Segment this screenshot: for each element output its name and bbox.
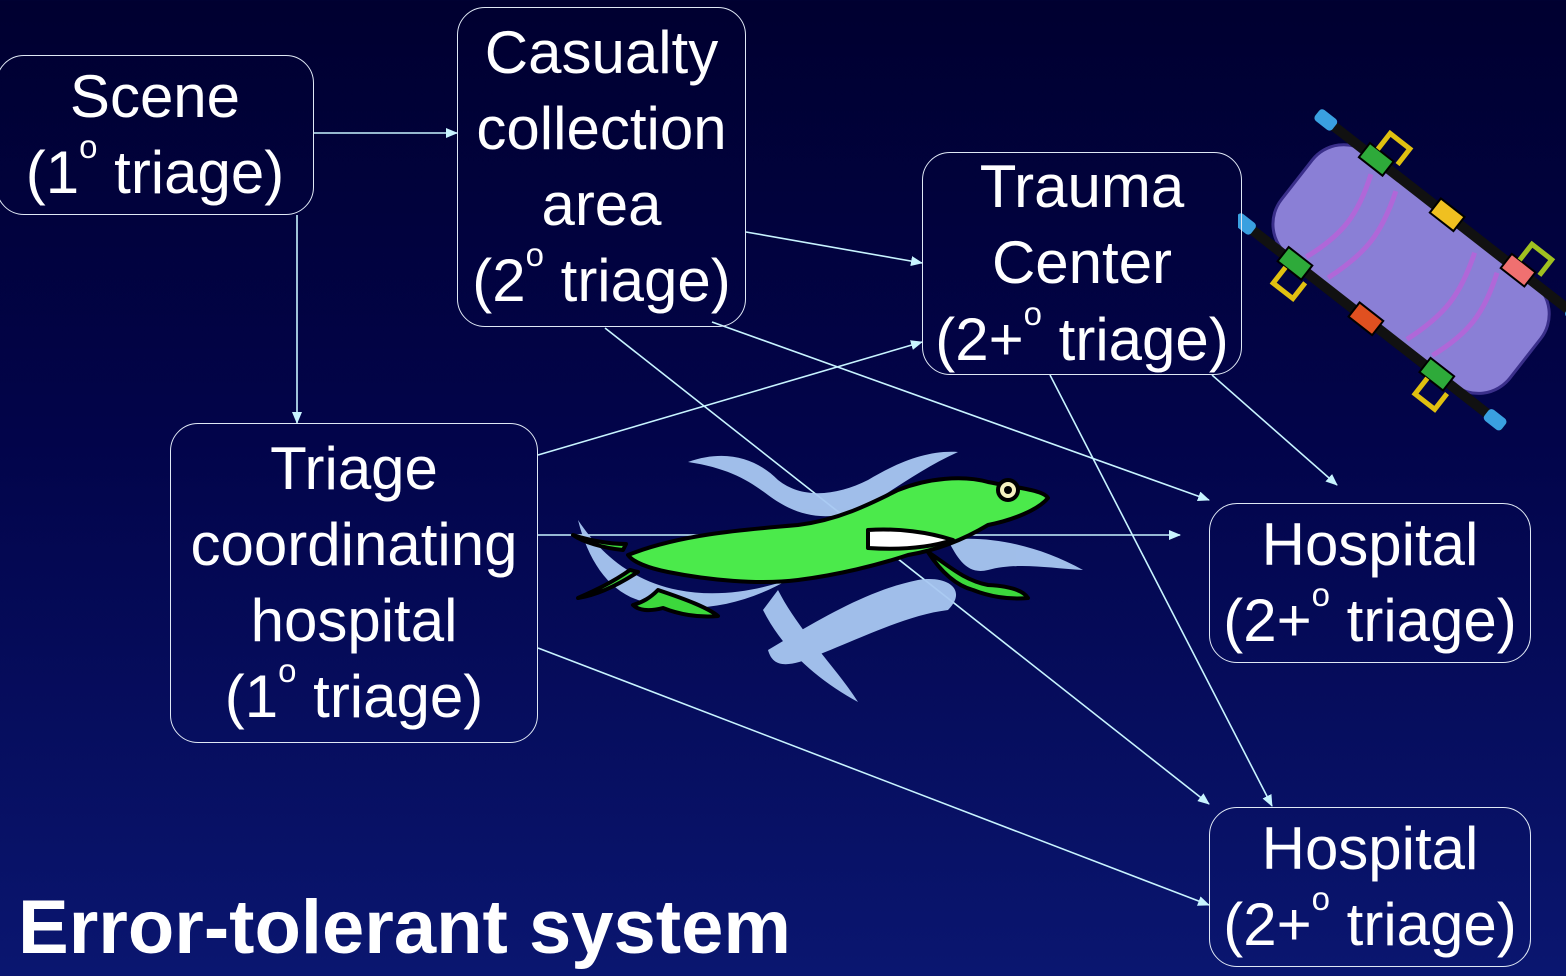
node-casualty-line1: Casualty bbox=[485, 15, 718, 91]
node-hospital-a: Hospital (2+o triage) bbox=[1209, 503, 1531, 663]
node-hospital-b: Hospital (2+o triage) bbox=[1209, 807, 1531, 967]
node-scene-line1: Scene bbox=[70, 59, 240, 135]
stretcher-clipart-icon bbox=[1238, 108, 1566, 438]
node-hospital-a-line2: (2+o triage) bbox=[1223, 583, 1517, 659]
node-scene-line2: (1o triage) bbox=[26, 135, 284, 211]
node-hospital-b-line2: (2+o triage) bbox=[1223, 887, 1517, 963]
node-scene: Scene (1o triage) bbox=[0, 55, 314, 215]
node-tch-line3: hospital bbox=[251, 583, 458, 659]
node-trauma-line1: Trauma bbox=[980, 149, 1185, 225]
node-tch-line2: coordinating bbox=[191, 507, 518, 583]
node-tch-line1: Triage bbox=[270, 431, 438, 507]
node-casualty-collection-area: Casualty collection area (2o triage) bbox=[457, 7, 746, 327]
node-trauma-center: Trauma Center (2+o triage) bbox=[922, 152, 1242, 375]
node-hospital-a-line1: Hospital bbox=[1262, 507, 1479, 583]
node-trauma-line3: (2+o triage) bbox=[935, 302, 1229, 378]
node-casualty-line3: area bbox=[541, 167, 661, 243]
node-casualty-line4: (2o triage) bbox=[472, 243, 730, 319]
slide-title: Error-tolerant system bbox=[18, 890, 791, 966]
node-casualty-line2: collection bbox=[476, 91, 726, 167]
arrow-casualty-to-trauma bbox=[746, 232, 922, 263]
node-hospital-b-line1: Hospital bbox=[1262, 811, 1479, 887]
frog-clipart-icon bbox=[568, 440, 1108, 710]
arrow-tch-to-trauma bbox=[538, 342, 922, 455]
node-trauma-line2: Center bbox=[992, 225, 1172, 301]
node-triage-coordinating-hospital: Triage coordinating hospital (1o triage) bbox=[170, 423, 538, 743]
node-tch-line4: (1o triage) bbox=[225, 659, 483, 735]
